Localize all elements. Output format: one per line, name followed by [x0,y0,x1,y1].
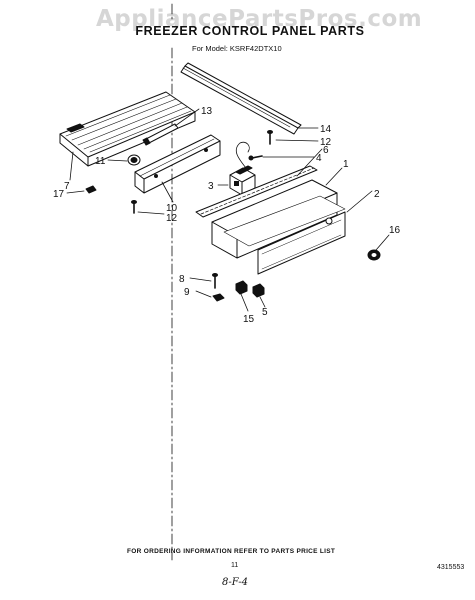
part-8-screw [212,273,218,289]
callout-13: 13 [201,106,213,117]
part-14-mounting-strip [180,62,302,135]
watermark: AppliancePartsPros.com [96,6,423,32]
callout-6: 6 [323,145,329,156]
callout-10: 10 [166,203,178,214]
callout-1: 1 [343,159,349,170]
part-12-screw-lower [131,200,137,214]
handwritten-mark: 8-F-4 [222,577,248,588]
callout-12-lower: 12 [166,213,178,224]
callout-14: 14 [320,124,332,135]
part-12-screw-upper [267,130,273,145]
part-2-front-panel [223,195,346,275]
callout-5: 5 [262,307,268,318]
part-6-trim-strip [195,165,318,218]
part-16-knob [367,249,381,261]
part-15-button [235,280,248,295]
callout-7: 7 [64,181,70,192]
part-9-nut [212,293,225,302]
page-number: 11 [231,562,239,569]
page-title: FREEZER CONTROL PANEL PARTS [135,24,365,38]
callout-9: 9 [184,287,190,298]
callout-4: 4 [316,153,322,164]
callout-16: 16 [389,225,401,236]
part-11-knob [127,154,141,166]
part-10-bracket [134,134,221,194]
callout-12-upper: 12 [320,137,332,148]
model-line: For Model: KSRF42DTX10 [192,44,282,53]
part-13-socket [142,123,179,146]
callout-2: 2 [374,189,380,200]
ordering-info-footer: FOR ORDERING INFORMATION REFER TO PARTS … [127,548,336,555]
callout-11: 11 [95,156,106,167]
document-number: 4315553 [437,564,465,571]
callout-8: 8 [179,274,185,285]
part-17-clip [85,185,97,194]
callout-labels: 13 14 12 4 6 11 7 17 3 10 12 1 2 16 8 9 … [53,106,401,325]
callout-15: 15 [243,314,255,325]
callout-3: 3 [208,181,214,192]
leader-lines [66,108,390,312]
part-3-thermostat [229,141,256,196]
part-5-button [252,283,265,298]
part-4-screw [248,155,263,161]
callout-17: 17 [53,189,65,200]
